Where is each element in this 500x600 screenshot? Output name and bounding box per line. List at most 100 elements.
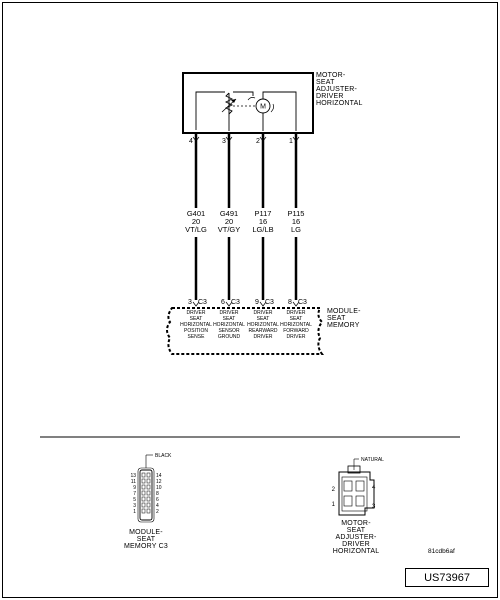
- svg-text:8: 8: [156, 491, 159, 497]
- connector-cavities: [141, 472, 151, 514]
- wire-label-p117: P117 16 LG/LB: [252, 209, 273, 234]
- svg-text:SEAT: SEAT: [316, 79, 335, 86]
- svg-text:SEAT: SEAT: [257, 316, 270, 322]
- svg-text:C3: C3: [265, 299, 274, 306]
- svg-text:DRIVER: DRIVER: [342, 541, 370, 548]
- svg-text:REARWARD: REARWARD: [249, 328, 278, 334]
- svg-text:DRIVER: DRIVER: [254, 334, 273, 340]
- svg-text:MEMORY: MEMORY: [327, 322, 360, 329]
- motor-pin-numbers: 4 3 2 1: [189, 136, 300, 145]
- svg-text:M: M: [260, 104, 266, 111]
- svg-text:DRIVER: DRIVER: [254, 310, 273, 316]
- reference-number: US73967: [424, 571, 470, 584]
- svg-text:14: 14: [156, 473, 162, 479]
- svg-text:SEAT: SEAT: [223, 316, 236, 322]
- svg-text:BLACK: BLACK: [155, 453, 172, 459]
- svg-text:SEAT: SEAT: [190, 316, 203, 322]
- svg-text:HORIZONTAL: HORIZONTAL: [333, 548, 380, 555]
- svg-text:NATURAL: NATURAL: [361, 457, 384, 463]
- svg-text:8: 8: [288, 299, 292, 306]
- svg-text:3: 3: [372, 504, 376, 510]
- wire-lines: [194, 133, 298, 300]
- svg-text:6: 6: [156, 497, 159, 503]
- svg-text:C3: C3: [198, 299, 207, 306]
- svg-text:MODULE-: MODULE-: [129, 529, 163, 536]
- svg-text:G491: G491: [220, 209, 238, 218]
- svg-text:10: 10: [156, 485, 162, 491]
- svg-text:20: 20: [192, 217, 200, 226]
- svg-text:C3: C3: [298, 299, 307, 306]
- svg-text:6: 6: [221, 299, 225, 306]
- svg-text:VT/LG: VT/LG: [185, 225, 207, 234]
- svg-text:LG: LG: [291, 225, 301, 234]
- svg-text:C3: C3: [231, 299, 240, 306]
- svg-text:4: 4: [189, 138, 193, 145]
- svg-text:5: 5: [133, 497, 136, 503]
- svg-text:SENSOR: SENSOR: [218, 328, 240, 334]
- svg-text:HORIZONTAL: HORIZONTAL: [280, 322, 312, 328]
- svg-text:FORWARD: FORWARD: [283, 328, 309, 334]
- svg-text:LG/LB: LG/LB: [252, 225, 273, 234]
- svg-text:MOTOR-: MOTOR-: [341, 520, 371, 527]
- svg-text:2: 2: [156, 509, 159, 515]
- svg-text:DRIVER: DRIVER: [316, 93, 344, 100]
- svg-text:MODULE-: MODULE-: [327, 308, 361, 315]
- module-seat-memory-component: [166, 307, 324, 355]
- module-pin-function-8: DRIVER SEAT HORIZONTAL FORWARD DRIVER: [280, 310, 312, 340]
- svg-text:1: 1: [289, 138, 293, 145]
- svg-text:SENSE: SENSE: [188, 334, 206, 340]
- svg-text:POSITION: POSITION: [184, 328, 208, 334]
- svg-text:2: 2: [332, 487, 336, 493]
- connector-motor-seat-adjuster: NATURAL 2 4 1 3 MOTOR- SEAT ADJUSTER- DR…: [332, 457, 385, 555]
- svg-text:SEAT: SEAT: [327, 315, 346, 322]
- module-pin-function-9: DRIVER SEAT HORIZONTAL REARWARD DRIVER: [247, 310, 279, 340]
- svg-text:VT/GY: VT/GY: [218, 225, 241, 234]
- motor-title: MOTOR- SEAT ADJUSTER- DRIVER HORIZONTAL: [316, 72, 363, 107]
- svg-text:GROUND: GROUND: [218, 334, 241, 340]
- svg-text:DRIVER: DRIVER: [287, 334, 306, 340]
- svg-text:3: 3: [133, 503, 136, 509]
- svg-text:MOTOR-: MOTOR-: [316, 72, 346, 79]
- module-pin-function-6: DRIVER SEAT HORIZONTAL SENSOR GROUND: [213, 310, 245, 340]
- svg-text:HORIZONTAL: HORIZONTAL: [213, 322, 245, 328]
- svg-text:P115: P115: [288, 209, 305, 218]
- svg-text:SEAT: SEAT: [290, 316, 303, 322]
- svg-text:HORIZONTAL: HORIZONTAL: [247, 322, 279, 328]
- reference-number-box: US73967: [405, 568, 489, 587]
- svg-text:1: 1: [332, 502, 336, 508]
- svg-text:ADJUSTER-: ADJUSTER-: [335, 534, 377, 541]
- image-code: 81cdb6af: [428, 548, 455, 555]
- svg-text:13: 13: [130, 473, 136, 479]
- svg-text:9: 9: [255, 299, 259, 306]
- svg-text:DRIVER: DRIVER: [187, 310, 206, 316]
- svg-text:9: 9: [133, 485, 136, 491]
- svg-text:HORIZONTAL: HORIZONTAL: [316, 100, 363, 107]
- svg-text:DRIVER: DRIVER: [220, 310, 239, 316]
- motor-seat-adjuster-component: M: [182, 72, 314, 134]
- svg-text:P117: P117: [255, 209, 272, 218]
- svg-text:11: 11: [131, 479, 136, 485]
- svg-text:16: 16: [259, 217, 267, 226]
- module-pin-function-3: DRIVER SEAT HORIZONTAL POSITION SENSE: [180, 310, 212, 340]
- wire-label-g401: G401 20 VT/LG: [185, 209, 207, 234]
- svg-text:MEMORY C3: MEMORY C3: [124, 543, 168, 550]
- connector-module-seat-memory-c3: BLACK 13 11 9 7 5 3 1 14: [124, 453, 172, 550]
- svg-text:G401: G401: [187, 209, 205, 218]
- svg-text:2: 2: [256, 138, 260, 145]
- wire-label-g491: G491 20 VT/GY: [218, 209, 241, 234]
- module-title: MODULE- SEAT MEMORY: [327, 308, 361, 329]
- svg-text:16: 16: [292, 217, 300, 226]
- svg-text:7: 7: [133, 491, 136, 497]
- potentiometer-symbol: [224, 92, 234, 115]
- svg-text:SEAT: SEAT: [137, 536, 156, 543]
- svg-text:SEAT: SEAT: [347, 527, 366, 534]
- svg-text:4: 4: [156, 503, 159, 509]
- svg-text:3: 3: [222, 138, 226, 145]
- module-pin-labels: 3 C3 6 C3 9 C3 8 C3: [188, 299, 307, 307]
- svg-text:DRIVER: DRIVER: [287, 310, 306, 316]
- svg-text:20: 20: [225, 217, 233, 226]
- svg-text:1: 1: [133, 509, 136, 515]
- svg-text:12: 12: [156, 479, 162, 485]
